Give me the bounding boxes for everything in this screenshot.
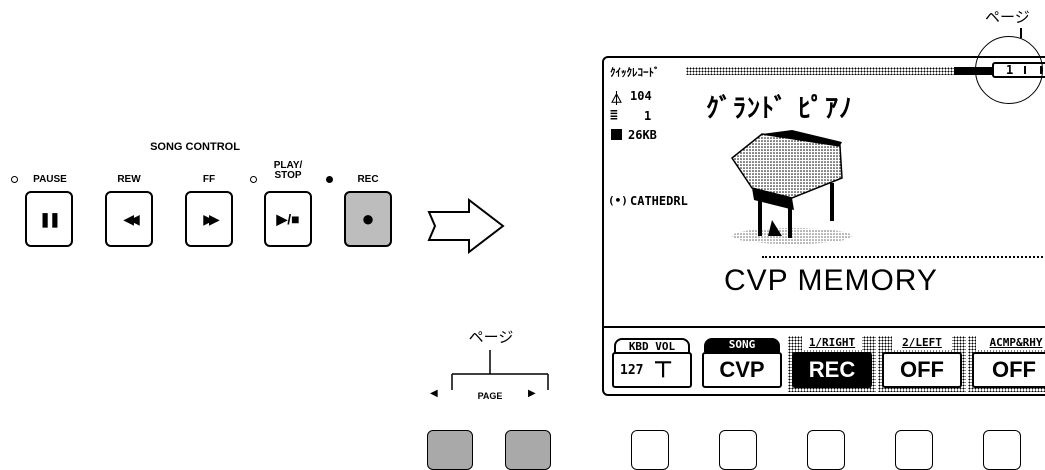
page-right-button[interactable] [505, 430, 551, 470]
rec-button[interactable]: ● [344, 191, 392, 247]
page-callout-bracket [450, 350, 550, 390]
tab-song[interactable]: SONG CVP [698, 336, 786, 392]
lcd-tabs-separator [604, 326, 1045, 328]
lcd-button-4[interactable] [895, 430, 933, 470]
page-left-button[interactable] [427, 430, 473, 470]
page-callout-top: ページ [985, 6, 1030, 27]
pause-led [11, 176, 18, 183]
reverb-value: CATHEDRL [630, 194, 688, 208]
rewind-icon: ◀◀ [123, 211, 135, 228]
tab-1-right-body: REC [792, 352, 872, 388]
slider-icon: ⊤ [653, 357, 672, 383]
tab-2-left-head: 2/LEFT [892, 336, 952, 350]
memory-value: 26KB [628, 128, 657, 142]
page-callout-bottom: ページ [456, 326, 526, 347]
play-stop-icon: ▶/■ [276, 211, 299, 228]
floppy-icon [611, 129, 622, 140]
fast-forward-icon: ▶▶ [203, 211, 215, 228]
acmp-value: OFF [992, 357, 1036, 383]
page-right-icon: ▶ [528, 388, 536, 399]
page-indicator-highlight [975, 36, 1043, 104]
tab-2-left-body: OFF [882, 352, 962, 388]
page-callout-line [1020, 28, 1022, 38]
reverb-icon: (•) [608, 194, 628, 207]
lcd-separator [762, 256, 1045, 258]
lcd-header-bar [686, 67, 976, 75]
lcd-button-2[interactable] [719, 430, 757, 470]
lcd-button-1[interactable] [631, 430, 669, 470]
tab-2-left[interactable]: 2/LEFT OFF [878, 336, 966, 392]
song-value: CVP [719, 357, 764, 383]
right-value: REC [809, 357, 855, 383]
tab-acmp-rhy-body: OFF [972, 352, 1045, 388]
tab-1-right[interactable]: 1/RIGHT REC [788, 336, 876, 392]
lcd-header-title: ｸｲｯｸﾚｺｰﾄﾞ [610, 64, 660, 80]
measure-icon: ≣ [610, 108, 618, 123]
record-icon: ● [361, 206, 374, 232]
rec-led [326, 176, 333, 183]
play-stop-led [250, 176, 257, 183]
voice-name: ｸﾞﾗﾝﾄﾞ ﾋﾟｱﾉ [706, 88, 853, 125]
page-left-icon: ◀ [430, 388, 438, 399]
tab-kbd-vol[interactable]: KBD VOL 127 ⊤ [608, 336, 696, 392]
page-label: PAGE [460, 391, 520, 401]
tab-acmp-rhy-head: ACMP&RHY [976, 336, 1045, 350]
pause-label: PAUSE [26, 175, 74, 185]
rec-label: REC [344, 175, 392, 185]
rew-label: REW [105, 175, 153, 185]
lcd-screen: ｸｲｯｸﾚｺｰﾄﾞ 1 ⏃ 104 ≣ 1 26KB (•) CATHEDRL … [602, 56, 1045, 396]
cvp-memory-label: CVP MEMORY [724, 264, 938, 298]
tab-kbd-vol-body: 127 ⊤ [612, 352, 692, 388]
arrow-right-icon [427, 198, 507, 254]
grand-piano-image [722, 128, 852, 248]
tab-1-right-head: 1/RIGHT [802, 336, 862, 350]
pause-button[interactable]: ❚❚ [25, 191, 73, 247]
measure-value: 1 [644, 109, 651, 123]
play-stop-button[interactable]: ▶/■ [264, 191, 312, 247]
song-control-title: SONG CONTROL [125, 142, 265, 152]
lcd-button-5[interactable] [983, 430, 1021, 470]
ff-label: FF [185, 175, 233, 185]
metronome-icon: ⏃ [610, 88, 623, 107]
ff-button[interactable]: ▶▶ [185, 191, 233, 247]
tempo-value: 104 [630, 89, 652, 103]
left-value: OFF [900, 357, 944, 383]
kbd-vol-value: 127 [620, 363, 643, 378]
lcd-button-3[interactable] [807, 430, 845, 470]
tab-song-body: CVP [702, 352, 782, 388]
rew-button[interactable]: ◀◀ [105, 191, 153, 247]
tab-song-head: SONG [704, 338, 780, 352]
tab-acmp-rhy[interactable]: ACMP&RHY OFF [968, 336, 1045, 392]
play-stop-label-line2: STOP [264, 171, 312, 181]
pause-icon: ❚❚ [39, 211, 58, 228]
